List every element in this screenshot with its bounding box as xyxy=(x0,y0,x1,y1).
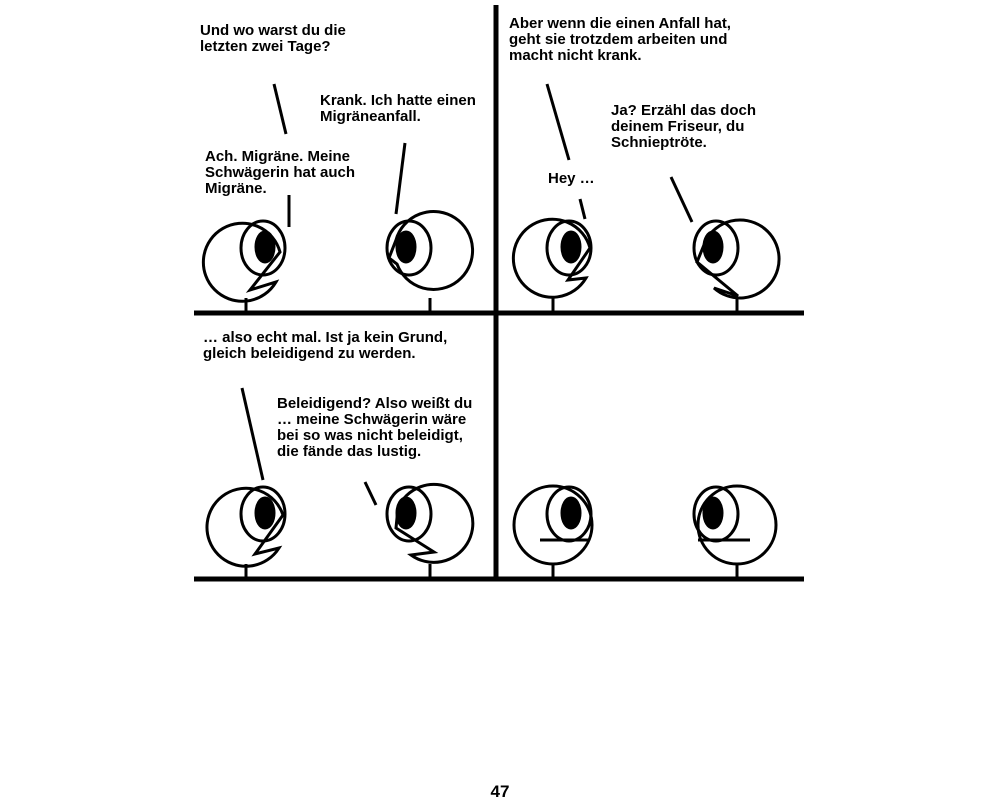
character-boss xyxy=(512,484,594,579)
character-boss xyxy=(201,219,287,313)
character-employee xyxy=(385,482,475,579)
dialogue-boss-hey: Hey … xyxy=(548,170,595,187)
character-employee xyxy=(692,484,778,579)
dialogue-boss-sister-in-law: Aber wenn die einen Anfall hat, geht sie… xyxy=(509,15,731,64)
speech-tails xyxy=(545,83,694,223)
panel-bottom-right xyxy=(512,484,778,579)
panel-frame xyxy=(194,5,804,582)
panel-top-right xyxy=(511,83,781,313)
panel-bottom-left xyxy=(205,387,475,579)
character-boss xyxy=(511,217,593,313)
character-employee xyxy=(385,209,475,313)
dialogue-employee-insult: Ja? Erzähl das doch deinem Friseur, du S… xyxy=(611,102,757,151)
dialogue-employee-excuse: Krank. Ich hatte einen Migräneanfall. xyxy=(320,92,476,125)
dialogue-boss-question: Und wo warst du die letzten zwei Tage? xyxy=(200,22,346,55)
character-employee xyxy=(692,218,781,313)
dialogue-boss-migraine: Ach. Migräne. Meine Schwägerin hat auch … xyxy=(205,148,356,197)
dialogue-boss-offended: … also echt mal. Ist ja kein Grund, glei… xyxy=(203,329,448,362)
dialogue-employee-reply: Beleidigend? Also weißt du … meine Schwä… xyxy=(277,395,473,460)
speech-tails xyxy=(272,83,407,227)
page-number: 47 xyxy=(490,782,510,801)
speech-tails xyxy=(240,387,378,506)
character-boss xyxy=(205,485,287,579)
panel-top-left xyxy=(201,83,475,313)
